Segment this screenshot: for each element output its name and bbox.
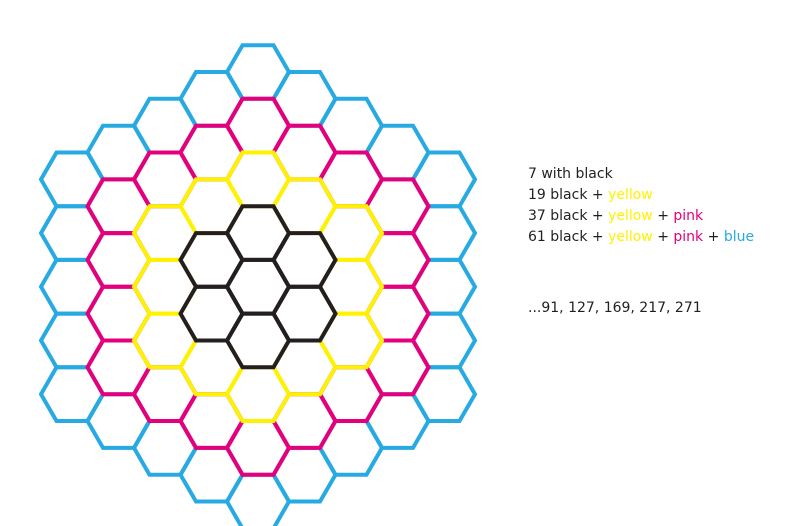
legend-count: 19 black + <box>528 187 604 203</box>
legend-line-blue: 61 black + yellow + pink + blue <box>528 227 754 248</box>
legend-line-pink: 37 black + yellow + pink <box>528 206 754 227</box>
legend-line-black: 7 with black <box>528 164 754 185</box>
legend-plus: + <box>657 208 669 224</box>
legend-yellow-word: yellow <box>608 208 653 224</box>
sequence-text: ...91, 127, 169, 217, 271 <box>528 300 702 316</box>
legend-blue-word: blue <box>723 229 755 245</box>
legend-count: 37 black + <box>528 208 604 224</box>
legend-pink-word: pink <box>673 208 704 224</box>
legend-yellow-word: yellow <box>608 229 653 245</box>
legend-plus: + <box>657 229 669 245</box>
hex-cell-ring-0 <box>224 257 292 316</box>
legend-pink-word: pink <box>673 229 704 245</box>
legend-black-text: 7 with black <box>528 166 613 182</box>
legend-yellow-word: yellow <box>608 187 653 203</box>
legend-plus: + <box>707 229 720 245</box>
legend: 7 with black 19 black + yellow 37 black … <box>528 164 754 248</box>
legend-line-yellow: 19 black + yellow <box>528 185 754 206</box>
legend-count: 61 black + <box>528 229 604 245</box>
